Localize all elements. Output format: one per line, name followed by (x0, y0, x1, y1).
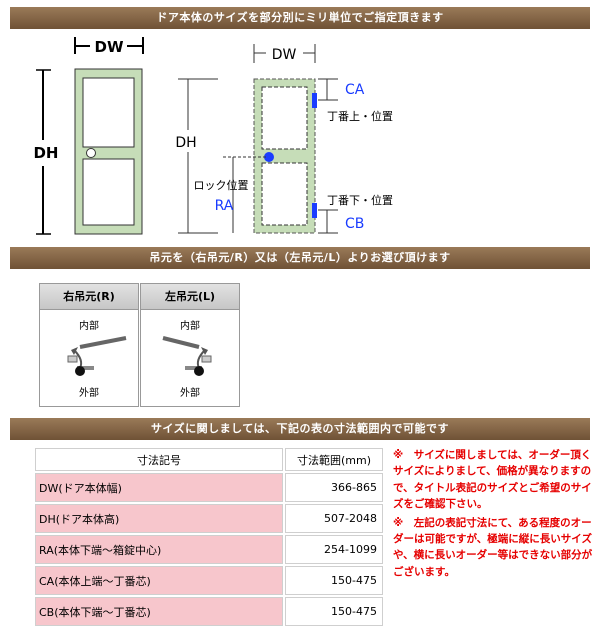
door-diagram-simple: DW DH (33, 37, 144, 235)
section-header-size: ドア本体のサイズを部分別にミリ単位でご指定頂きます (10, 7, 590, 29)
hinge-option-right-title: 右吊元(R) (40, 284, 138, 310)
left-hinge-swing-icon: 内部 外部 (162, 319, 212, 399)
hinge-option-left-title: 左吊元(L) (141, 284, 239, 310)
door-knob (86, 148, 96, 158)
hinge-bottom-label: 丁番下・位置 (327, 193, 393, 207)
right-hinge-swing-icon: 内部 外部 (67, 319, 127, 399)
dimension-label: RA(本体下端～箱錠中心) (35, 535, 283, 564)
hinge-top-label: 丁番上・位置 (327, 109, 393, 123)
lock-position-dot (264, 152, 274, 162)
table-row: CA(本体上端～丁番芯) 150-475 (35, 566, 383, 595)
ca-label: CA (345, 82, 365, 98)
hinge-option-left[interactable]: 左吊元(L) 内部 外部 (140, 283, 240, 407)
note-limits: ※ 左記の表記寸法にて、ある程度のオーダーは可能ですが、極端に縦に長いサイズや、… (393, 516, 593, 578)
dimension-label: CA(本体上端～丁番芯) (35, 566, 283, 595)
dh-label-1: DH (33, 144, 58, 162)
door-dimension-diagram: DW DH DW DH ロック位置 RA (33, 37, 393, 235)
table-row: RA(本体下端～箱錠中心) 254-1099 (35, 535, 383, 564)
note-price: ※ サイズに関しましては、オーダー頂くサイズによりまして、価格が異なりますので、… (393, 449, 592, 511)
hinge-bottom (312, 203, 317, 218)
hinge-top (312, 93, 317, 108)
door-panel-top-detailed (261, 86, 308, 150)
left-inside-label: 内部 (180, 319, 200, 332)
dimension-range: 254-1099 (285, 535, 383, 564)
order-notes: ※ サイズに関しましては、オーダー頂くサイズによりまして、価格が異なりますので、… (393, 447, 593, 582)
dimension-range: 150-475 (285, 566, 383, 595)
table-header-symbol: 寸法記号 (35, 448, 283, 471)
dh-label-2: DH (175, 135, 196, 151)
dw-label-1: DW (95, 38, 124, 56)
table-header-row: 寸法記号 寸法範囲(mm) (35, 448, 383, 471)
table-header-range: 寸法範囲(mm) (285, 448, 383, 471)
dimension-range: 507-2048 (285, 504, 383, 533)
door-panel-top (82, 77, 135, 148)
right-inside-label: 内部 (79, 319, 99, 332)
table-row: DW(ドア本体幅) 366-865 (35, 473, 383, 502)
dimension-range: 150-475 (285, 597, 383, 626)
table-row: CB(本体下端～丁番芯) 150-475 (35, 597, 383, 626)
door-panel-bottom-detailed (261, 162, 308, 226)
dimension-label: DW(ドア本体幅) (35, 473, 283, 502)
dimension-range-table: 寸法記号 寸法範囲(mm) DW(ドア本体幅) 366-865 DH(ドア本体高… (33, 446, 385, 628)
dimension-label: CB(本体下端～丁番芯) (35, 597, 283, 626)
lock-position-label: ロック位置 (194, 178, 249, 192)
door-panel-bottom (82, 158, 135, 226)
ra-label: RA (215, 198, 234, 214)
table-row: DH(ドア本体高) 507-2048 (35, 504, 383, 533)
section-header-range: サイズに関しましては、下記の表の寸法範囲内で可能です (10, 418, 590, 440)
door-diagram-detailed: DW DH ロック位置 RA CA 丁番上・位置 丁番下・位置 CB (175, 44, 393, 234)
dw-label-2: DW (272, 47, 297, 63)
right-outside-label: 外部 (79, 386, 99, 399)
dimension-label: DH(ドア本体高) (35, 504, 283, 533)
section-header-hinge: 吊元を（右吊元/R）又は（左吊元/L）よりお選び頂けます (10, 247, 590, 269)
dimension-range: 366-865 (285, 473, 383, 502)
left-outside-label: 外部 (180, 386, 200, 399)
hinge-option-right[interactable]: 右吊元(R) 内部 外部 (39, 283, 139, 407)
cb-label: CB (345, 216, 364, 232)
